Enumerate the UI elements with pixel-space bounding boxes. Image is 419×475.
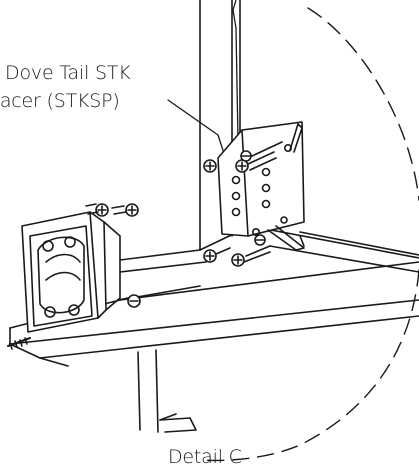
dove-tail-bracket-left bbox=[21, 211, 121, 333]
detail-boundary-circle bbox=[199, 7, 419, 462]
detail-caption: Detail C bbox=[168, 446, 242, 468]
right-rail bbox=[249, 225, 419, 273]
callout-leader-top bbox=[232, 0, 239, 141]
screw-heads-left bbox=[85, 203, 141, 308]
lower-screw bbox=[7, 337, 31, 350]
bottom-rail bbox=[119, 249, 207, 301]
screw-shafts-upper bbox=[215, 141, 283, 263]
dove-tail-bracket-upper bbox=[217, 121, 305, 251]
platform-leg bbox=[137, 349, 197, 433]
callout-spacer-stksp: pacer (STKSP) bbox=[0, 90, 120, 112]
screw-heads-upper bbox=[203, 150, 266, 267]
callout-dove-tail-stk: ) Dove Tail STK bbox=[0, 62, 131, 84]
